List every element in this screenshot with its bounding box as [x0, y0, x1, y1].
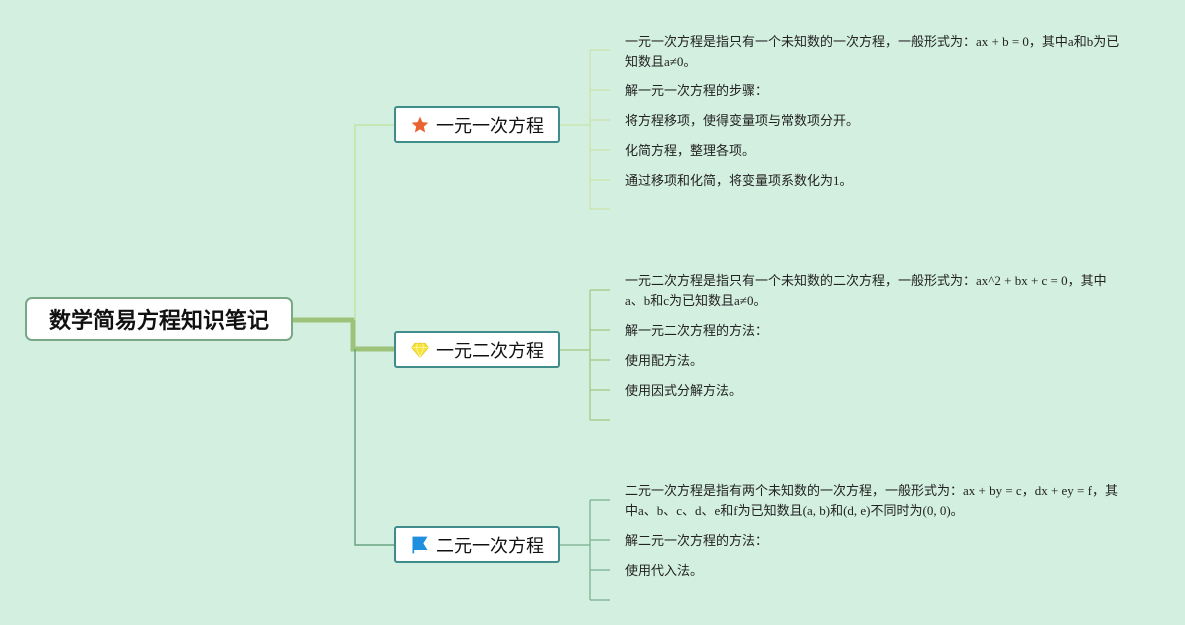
note-item[interactable]: 解二元一次方程的方法：	[625, 533, 769, 548]
note-item[interactable]: 一元二次方程是指只有一个未知数的二次方程，一般形式为：ax^2 + bx + c…	[625, 273, 1107, 308]
root-connector	[293, 317, 394, 352]
note-item[interactable]: 二元一次方程是指有两个未知数的一次方程，一般形式为：ax + by = c，dx…	[625, 483, 1118, 518]
note-item[interactable]: 一元一次方程是指只有一个未知数的一次方程，一般形式为：ax + b = 0，其中…	[625, 34, 1120, 69]
diamond-icon	[411, 342, 429, 359]
note-item[interactable]: 将方程移项，使得变量项与常数项分开。	[625, 113, 860, 128]
leaf-connectors-3	[560, 499, 610, 601]
topic-node-linear-one-var[interactable]: 一元一次方程	[394, 106, 560, 143]
note-item[interactable]: 使用配方法。	[625, 353, 704, 368]
note-item[interactable]: 使用因式分解方法。	[625, 383, 743, 398]
topic-label: 二元一次方程	[436, 535, 544, 557]
branch-connector-3	[354, 349, 394, 546]
leaf-connectors-1	[560, 49, 610, 210]
note-item[interactable]: 解一元一次方程的步骤：	[625, 83, 769, 98]
root-node[interactable]: 数学简易方程知识笔记	[25, 297, 293, 341]
branch-connector-1	[354, 124, 394, 320]
note-item[interactable]: 通过移项和化简，将变量项系数化为1。	[625, 173, 853, 188]
flag-icon	[412, 536, 428, 553]
topic-label: 一元二次方程	[436, 340, 544, 362]
topic-label: 一元一次方程	[436, 115, 544, 137]
leaf-connectors-2	[560, 289, 610, 421]
topic-node-linear-two-var[interactable]: 二元一次方程	[394, 526, 560, 563]
note-item[interactable]: 使用代入法。	[625, 563, 704, 578]
star-icon	[411, 116, 429, 132]
root-title: 数学简易方程知识笔记	[48, 309, 269, 334]
note-item[interactable]: 解一元二次方程的方法：	[625, 323, 769, 338]
topic-node-quadratic[interactable]: 一元二次方程	[394, 331, 560, 368]
note-item[interactable]: 化简方程，整理各项。	[625, 143, 756, 158]
